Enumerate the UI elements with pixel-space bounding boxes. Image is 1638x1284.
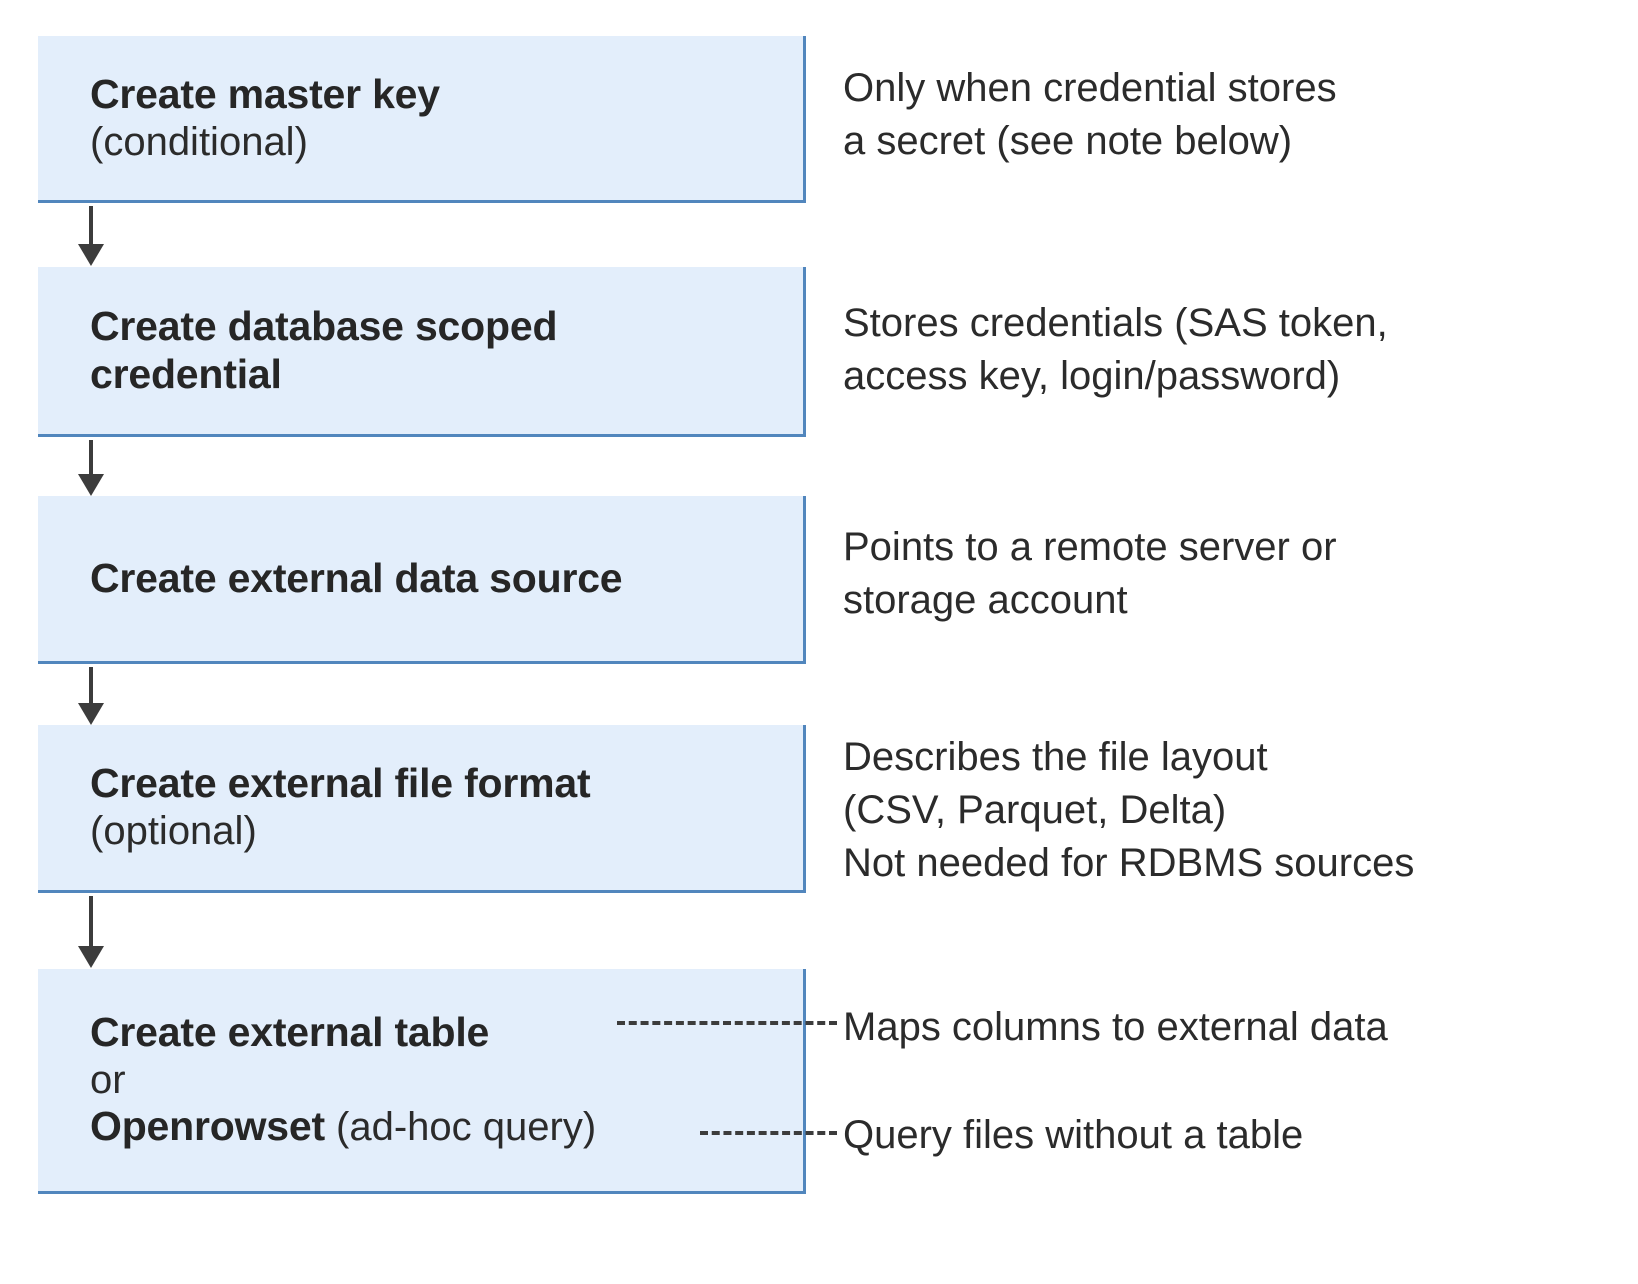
arrow-down-icon (78, 896, 104, 969)
process-box-content: Create external file format (optional) (38, 760, 803, 855)
process-box-create-external-table-or-openrowset[interactable]: Create external table or Openrowset (ad-… (38, 969, 806, 1194)
process-box-create-database-scoped-credential[interactable]: Create database scoped credential (38, 267, 806, 437)
arrow-head (78, 946, 104, 968)
dashed-leader-line-top (617, 1021, 837, 1025)
process-box-or-label: or (90, 1057, 126, 1102)
arrow-shaft (89, 667, 93, 705)
process-box-create-master-key[interactable]: Create master key (conditional) (38, 36, 806, 203)
process-box-create-external-data-source[interactable]: Create external data source (38, 496, 806, 664)
arrow-down-icon (78, 440, 104, 496)
process-box-title-line3: Openrowset (ad-hoc query) (90, 1103, 789, 1151)
process-box-content: Create master key (conditional) (38, 71, 803, 166)
process-box-create-external-file-format[interactable]: Create external file format (optional) (38, 725, 806, 893)
arrow-down-icon (78, 667, 104, 725)
annotation-create-external-data-source: Points to a remote server or storage acc… (843, 525, 1337, 623)
arrow-shaft (89, 440, 93, 476)
process-box-title: Create database scoped credential (90, 302, 558, 397)
annotation-openrowset: Query files without a table (843, 1113, 1304, 1157)
annotation-create-external-table: Maps columns to external data (843, 1005, 1388, 1049)
openrowset-label: Openrowset (90, 1103, 325, 1150)
process-box-content: Create external table or Openrowset (ad-… (38, 1009, 803, 1152)
process-box-title: Create external file format (90, 760, 591, 807)
arrow-head (78, 474, 104, 496)
arrow-down-icon (78, 206, 104, 266)
process-box-title: Create external data source (90, 554, 623, 601)
dashed-leader-line-bottom (700, 1131, 837, 1135)
arrow-head (78, 703, 104, 725)
process-box-content: Create database scoped credential (38, 303, 803, 399)
openrowset-qualifier: (ad-hoc query) (324, 1105, 597, 1150)
arrow-head (78, 244, 104, 266)
process-box-subtitle: (optional) (90, 809, 257, 854)
annotation-create-external-file-format: Describes the file layout (CSV, Parquet,… (843, 735, 1415, 886)
process-box-subtitle: (conditional) (90, 119, 308, 164)
arrow-shaft (89, 206, 93, 246)
annotation-create-master-key: Only when credential stores a secret (se… (843, 66, 1337, 164)
process-box-content: Create external data source (38, 555, 803, 603)
process-box-title-line1: Create external table (90, 1008, 490, 1055)
arrow-shaft (89, 896, 93, 948)
annotation-create-database-scoped-credential: Stores credentials (SAS token, access ke… (843, 301, 1388, 399)
process-box-title: Create master key (90, 70, 440, 117)
